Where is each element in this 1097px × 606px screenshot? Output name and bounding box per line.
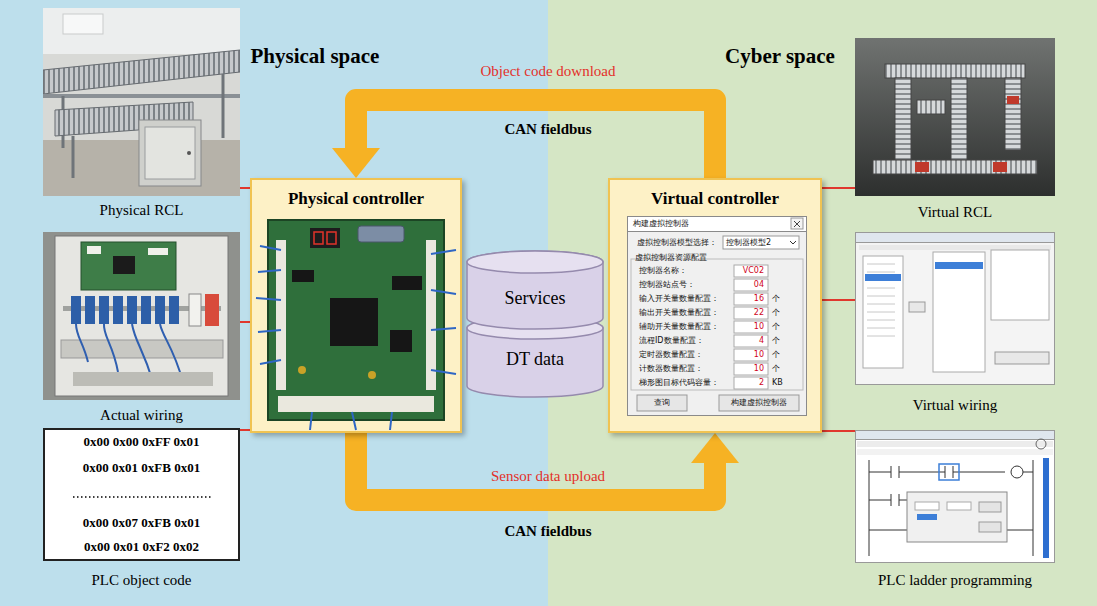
group-title: 虚拟控制器资源配置 (635, 253, 707, 263)
space-band: Cyber space 构建虚拟控制器虚拟控制器模型选择：控制器模型2虚拟控制器… (548, 0, 1097, 606)
controller-title: Virtual controller (610, 189, 820, 209)
edge-label: Sensor data upload (438, 467, 658, 485)
form-value: 4 (735, 336, 764, 346)
connector-line (822, 430, 855, 432)
cylinder-body (467, 251, 603, 329)
image-caption: PLC ladder programming (845, 571, 1065, 589)
button-label: 查询 (637, 398, 687, 408)
arrow-head (332, 148, 380, 178)
connector-line (356, 100, 715, 178)
form-value: 10 (735, 322, 764, 332)
form-value: 22 (735, 308, 764, 318)
object-code-line: 0x00 0x07 0xFB 0x01 (45, 515, 238, 531)
ladder-software-screen (855, 430, 1055, 563)
virtual-conveyor-render (855, 38, 1055, 196)
link-line (240, 430, 250, 431)
screen-panel: PLC ladder programming (855, 430, 1055, 563)
form-value: 2 (735, 378, 764, 388)
form-value: 10 (735, 350, 764, 360)
fieldbus-arrow (332, 100, 715, 178)
screen-panel: Virtual wiring (855, 232, 1055, 385)
controller-box: Physical controller (250, 178, 462, 433)
form-label: 梯形图目标代码容量： (639, 378, 719, 388)
form-label: 计数器数量配置： (639, 364, 703, 374)
link-line (240, 322, 250, 323)
connector-line (240, 429, 250, 431)
connector-line (356, 433, 715, 500)
form-value: VC02 (735, 266, 764, 276)
wiring-photo (43, 232, 240, 400)
bus-label: CAN fieldbus (478, 120, 618, 138)
form-label: 控制器站点号： (639, 280, 695, 290)
dialog-window: 构建虚拟控制器虚拟控制器模型选择：控制器模型2虚拟控制器资源配置控制器名称：VC… (627, 216, 807, 416)
connector-line (822, 187, 855, 189)
image-caption: Virtual wiring (845, 396, 1065, 414)
link-line (240, 188, 250, 189)
form-value: 控制器模型2 (726, 238, 771, 248)
connector-line (822, 299, 855, 301)
window-title: 构建虚拟控制器 (633, 219, 689, 229)
link-line (822, 188, 855, 189)
object-code-line: 0x00 0x00 0xFF 0x01 (45, 434, 238, 450)
form-value: 16 (735, 294, 764, 304)
cylinder-top (467, 317, 603, 339)
form-label: 输入开关量数量配置： (639, 294, 719, 304)
form-label: 辅助开关量数量配置： (639, 322, 719, 332)
image-caption: PLC object code (33, 571, 250, 589)
cylinder-top (467, 251, 603, 273)
object-code-line: 0x00 0x01 0xF2 0x02 (45, 539, 238, 555)
edge-label: Object code download (438, 62, 658, 80)
controller-title: Physical controller (252, 189, 460, 209)
bus-label: CAN fieldbus (478, 522, 618, 540)
photo-panel: Physical RCL (43, 8, 240, 196)
fieldbus-arrow (356, 433, 739, 500)
object-code-line: 0x00 0x01 0xFB 0x01 (45, 460, 238, 476)
link-line (822, 300, 855, 301)
circuit-board-photo (252, 180, 460, 431)
store-label: DT data (466, 349, 604, 369)
unit-label: 个 (772, 322, 780, 332)
unit-label: 个 (772, 364, 780, 374)
arrow-head (691, 433, 739, 463)
form-value: 10 (735, 364, 764, 374)
connector-line (240, 187, 250, 189)
form-label: 控制器名称： (639, 266, 687, 276)
controller-box: 构建虚拟控制器虚拟控制器模型选择：控制器模型2虚拟控制器资源配置控制器名称：VC… (608, 178, 822, 433)
database-cylinder: Services (466, 250, 604, 330)
form-label: 输出开关量数量配置： (639, 308, 719, 318)
connector-line (240, 321, 250, 323)
image-caption: Virtual RCL (845, 203, 1065, 221)
store-label: Services (466, 288, 604, 308)
photo-panel: Actual wiring (43, 232, 240, 400)
wiring-software-screen (855, 232, 1055, 385)
button-label: 构建虚拟控制器 (719, 398, 799, 408)
conveyor-photo (43, 8, 240, 196)
form-label: 流程ID数量配置： (639, 336, 704, 346)
code-box: 0x00 0x00 0xFF 0x01 0x00 0x01 0xFB 0x01 0x… (43, 428, 240, 561)
unit-label: 个 (772, 336, 780, 346)
form-label: 虚拟控制器模型选择： (637, 238, 717, 248)
screen-panel: Virtual RCL (855, 38, 1055, 196)
cylinder-body (467, 317, 603, 397)
link-line (822, 431, 855, 432)
image-caption: Physical RCL (33, 201, 250, 219)
image-caption: Actual wiring (33, 406, 250, 424)
unit-label: 个 (772, 308, 780, 318)
space-band: Physical space Physical RCL Actual wirin… (0, 0, 548, 606)
unit-label: 个 (772, 350, 780, 360)
form-label: 定时器数量配置： (639, 350, 703, 360)
unit-label: 个 (772, 294, 780, 304)
form-value: 04 (735, 280, 764, 290)
unit-label: KB (772, 378, 783, 388)
